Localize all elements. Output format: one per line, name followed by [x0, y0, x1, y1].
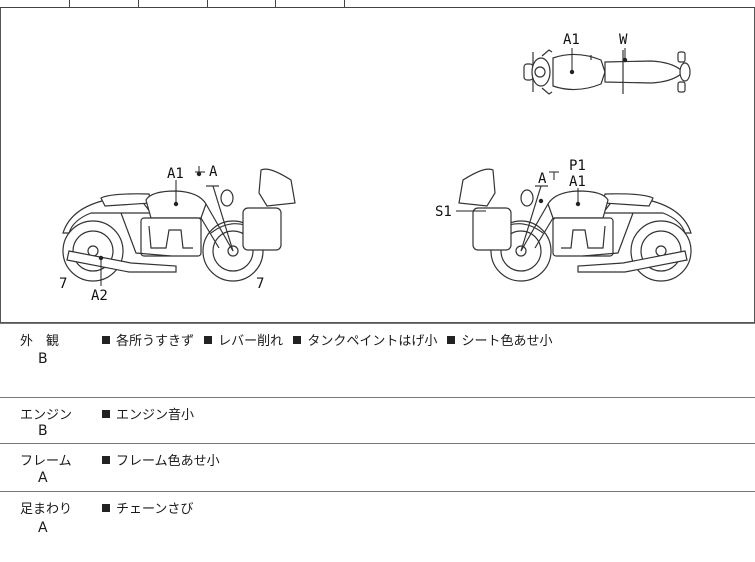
label-left-7-front: 7 [59, 276, 67, 292]
bullet-square-icon [447, 336, 456, 344]
condition-notes: フレーム色あせ小 [102, 450, 226, 469]
bullet-square-icon [102, 410, 110, 418]
motorcycle-diagram-svg: A1 W [59, 32, 692, 304]
mark-dot [173, 201, 179, 207]
condition-notes: 各所うすきず レバー削れ タンクペイントはげ小 シート色あせ小 [102, 330, 558, 349]
mark-dot [622, 57, 628, 63]
strip-cell [0, 0, 70, 7]
label-right-a: A [538, 171, 547, 187]
bullet-square-icon [102, 504, 110, 512]
condition-notes: チェーンさび [102, 498, 199, 517]
grade-value: A [38, 520, 48, 536]
note-item: タンクペイントはげ小 [307, 334, 438, 349]
note-item: 各所うすきず [116, 334, 195, 349]
category-label: 外 観 [20, 334, 60, 349]
category-label: フレーム [20, 454, 72, 469]
strip-cell [208, 0, 276, 7]
label-left-a1: A1 [167, 166, 184, 182]
condition-notes: エンジン音小 [102, 404, 200, 423]
label-right-p1: P1 [569, 158, 586, 174]
note-item: チェーンさび [116, 502, 194, 517]
note-item: フレーム色あせ小 [116, 454, 220, 469]
label-right-s1: S1 [435, 204, 452, 220]
top-view-motorcycle [523, 49, 691, 95]
grade-value: B [38, 423, 48, 439]
left-side-motorcycle [62, 168, 296, 282]
note-item: エンジン音小 [116, 408, 195, 423]
label-left-a2: A2 [91, 288, 108, 304]
label-top-w: W [619, 32, 628, 48]
grade-value: A [38, 470, 48, 486]
label-top-a1: A1 [563, 32, 580, 48]
bullet-square-icon [204, 336, 213, 344]
mark-dot [196, 171, 202, 177]
label-left-a: A [209, 164, 218, 180]
note-item: シート色あせ小 [461, 334, 553, 349]
right-side-motorcycle [458, 168, 692, 282]
mark-dot [98, 255, 104, 261]
bullet-square-icon [102, 336, 110, 344]
note-item: レバー削れ [218, 334, 284, 349]
category-label: エンジン [20, 408, 73, 423]
top-table-strip [0, 0, 755, 8]
label-right-a1: A1 [569, 174, 586, 190]
mark-dot [575, 201, 581, 207]
condition-row-frame: フレーム A フレーム色あせ小 [0, 443, 755, 492]
grade-value: B [38, 351, 48, 367]
bullet-square-icon [293, 336, 302, 344]
category-label: 足まわり [20, 502, 73, 517]
bullet-square-icon [102, 456, 110, 464]
label-left-7-rear: 7 [256, 276, 264, 292]
condition-row-exterior: 外 観 B 各所うすきず レバー削れ タンクペイントはげ小 シート色あせ小 [0, 323, 755, 398]
strip-cell [70, 0, 139, 7]
damage-diagram: A1 W [0, 8, 755, 323]
condition-row-suspension: 足まわり A チェーンさび [0, 491, 755, 562]
mark-dot [538, 198, 544, 204]
strip-cell [276, 0, 345, 7]
strip-cell [139, 0, 208, 7]
condition-row-engine: エンジン B エンジン音小 [0, 397, 755, 444]
mark-dot [569, 69, 575, 75]
